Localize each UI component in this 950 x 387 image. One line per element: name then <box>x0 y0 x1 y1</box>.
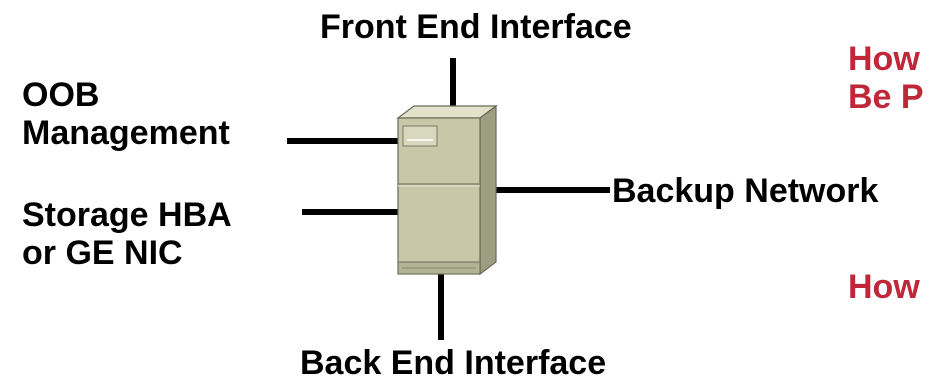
storage-label-line1: Storage HBA <box>22 196 232 234</box>
cropped-question-line2: Be P <box>848 78 924 116</box>
back-end-interface-label: Back End Interface <box>300 344 607 382</box>
storage-hba-label: Storage HBA or GE NIC <box>22 196 232 272</box>
oob-label-line2: Management <box>22 114 230 152</box>
cropped-question-line1: How <box>848 40 920 78</box>
storage-label-line2: or GE NIC <box>22 234 183 272</box>
front-end-interface-label: Front End Interface <box>320 8 632 46</box>
oob-label-line1: OOB <box>22 76 100 114</box>
server-icon <box>396 104 498 276</box>
backup-network-label: Backup Network <box>612 172 879 210</box>
oob-management-label: OOB Management <box>22 76 230 152</box>
cropped-question-text-2: How <box>848 268 920 306</box>
cropped-question-text-1: How Be P <box>848 40 924 116</box>
